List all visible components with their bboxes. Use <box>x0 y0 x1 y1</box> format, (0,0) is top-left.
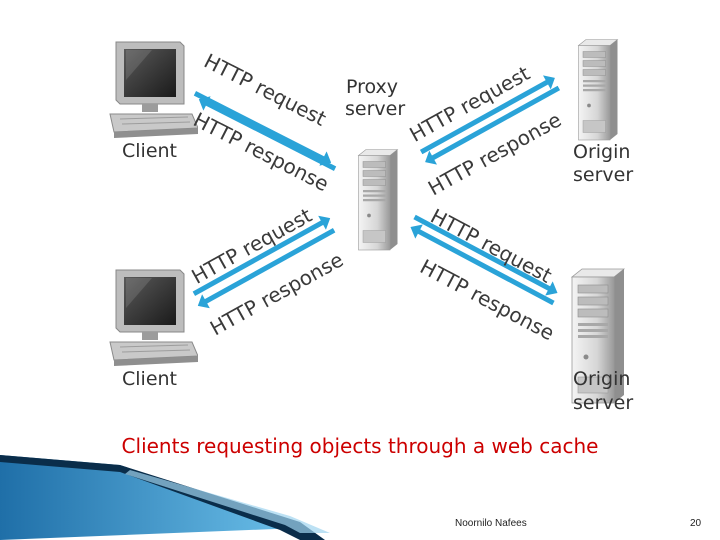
origin-server-top-label-line1: Origin <box>573 141 630 163</box>
origin-server-bottom-label-line1: Origin <box>573 368 630 390</box>
slide-corner-decoration <box>0 455 330 540</box>
client-top-computer-icon <box>109 41 198 139</box>
figure-caption: Clients requesting objects through a web… <box>121 434 599 458</box>
proxy-server-tower-icon <box>358 149 398 251</box>
proxy-server-label-line1: Proxy <box>346 76 398 98</box>
proxy-server-label-line2: server <box>345 98 405 120</box>
client-bottom-computer-icon <box>109 269 198 367</box>
origin-server-top-tower-icon <box>578 39 618 141</box>
origin-server-bottom-label-line2: server <box>573 392 633 414</box>
origin-server-top-label-line2: server <box>573 164 633 186</box>
page-number: 20 <box>690 518 702 529</box>
client-bottom-label: Client <box>122 368 177 390</box>
footer-author: Noornilo Nafees <box>455 518 527 529</box>
client-top-label: Client <box>122 140 177 162</box>
